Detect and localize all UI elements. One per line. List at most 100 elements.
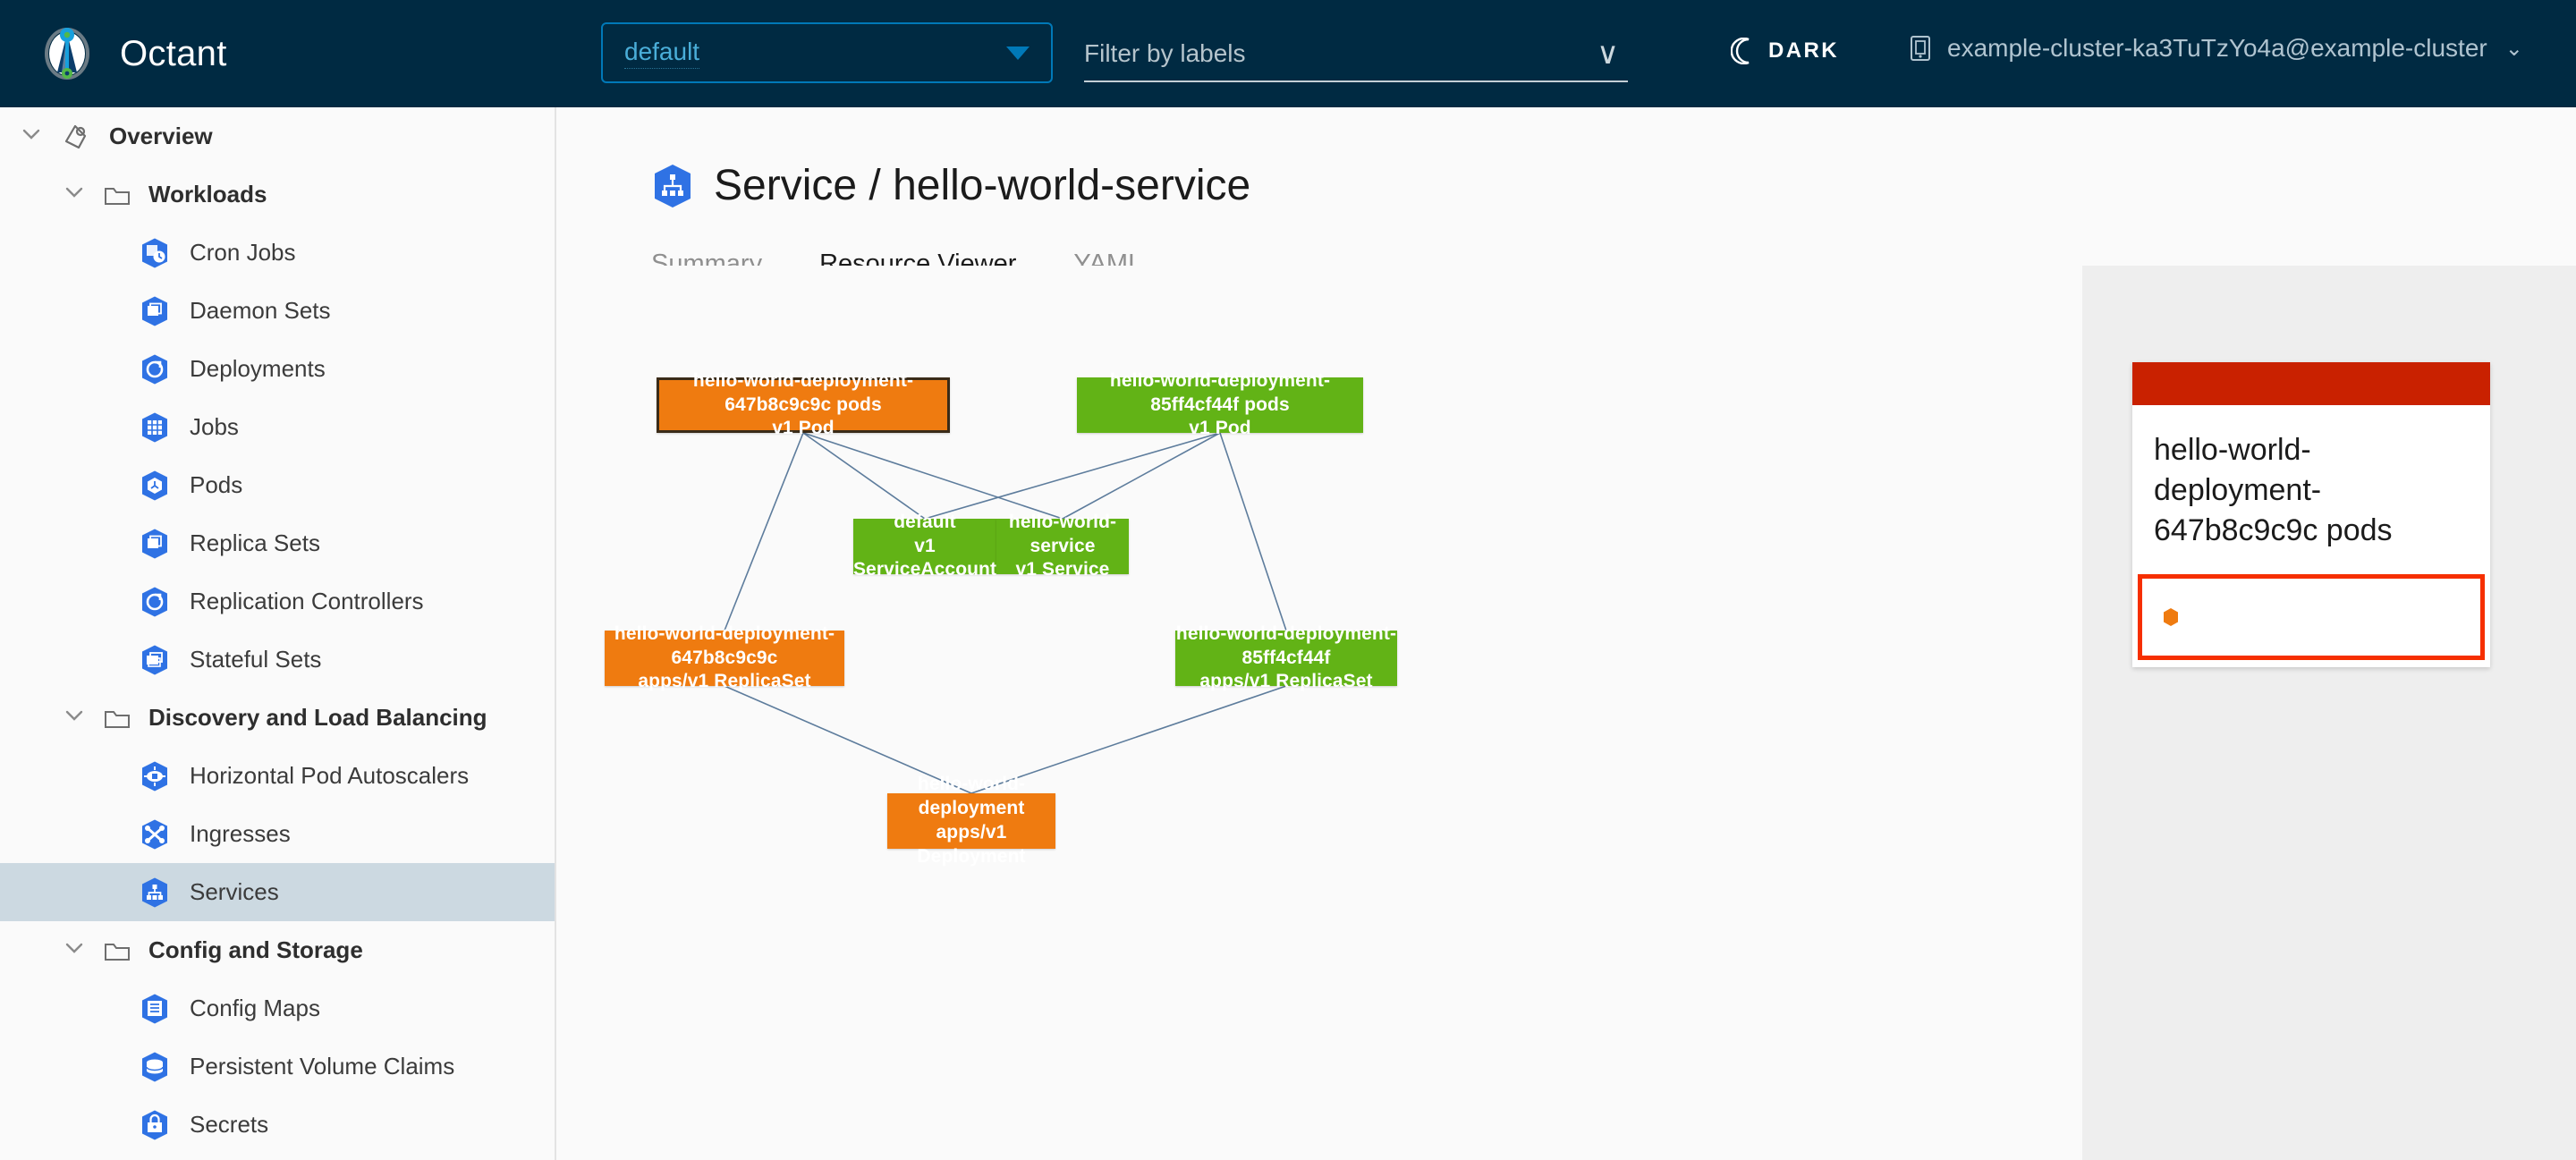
graph-node-name: default <box>894 511 956 532</box>
resource-viewer-graph: hello-world-deployment-647b8c9c9c pods v1… <box>558 266 2576 1160</box>
sidebar-item-label: Daemon Sets <box>190 297 331 324</box>
sidebar-item-label: Ingresses <box>190 820 291 847</box>
sidebar-item-label: Jobs <box>190 413 239 440</box>
chevron-down-icon[interactable] <box>63 704 86 732</box>
sidebar-item-cron-jobs[interactable]: Cron Jobs <box>0 224 555 282</box>
graph-node[interactable]: hello-world-deployment-85ff4cf44f apps/v1… <box>1175 623 1397 691</box>
graph-canvas[interactable]: hello-world-deployment-647b8c9c9c pods v1… <box>558 266 2082 1160</box>
chevron-down-icon[interactable] <box>20 123 43 150</box>
graph-node[interactable]: default v1 ServiceAccount <box>853 512 996 580</box>
chevron-down-icon[interactable] <box>63 936 86 964</box>
dropdown-triangle-icon <box>1006 46 1030 60</box>
sidebar-item-label: Stateful Sets <box>190 646 322 673</box>
sidebar-item-ingresses[interactable]: Ingresses <box>0 805 555 863</box>
graph-node-apiversion: apps/v1 Deployment <box>917 822 1026 867</box>
octant-logo-icon <box>38 24 97 83</box>
pvc-icon <box>140 1051 170 1083</box>
sidebar-item-label: Pods <box>190 471 243 498</box>
sidebar-item-replica-sets[interactable]: Replica Sets <box>0 514 555 572</box>
graph-node-apiversion: v1 Pod <box>1189 418 1251 439</box>
status-dot-warning-icon <box>2162 607 2180 627</box>
stateful-sets-icon <box>140 644 170 676</box>
sidebar-item-config-maps[interactable]: Config Maps <box>0 979 555 1037</box>
moon-icon <box>1730 37 1756 65</box>
graph-node-name: hello-world-deployment-85ff4cf44f <box>1175 622 1397 668</box>
sidebar-item-deployments[interactable]: Deployments <box>0 340 555 398</box>
namespace-value: default <box>624 38 700 69</box>
chevron-down-icon: ⌄ <box>2504 36 2523 61</box>
chevron-down-icon[interactable]: ∨ <box>1597 37 1619 71</box>
chevron-down-icon[interactable] <box>63 181 86 208</box>
graph-edge <box>924 432 1221 520</box>
sidebar-item-label: Replica Sets <box>190 529 320 556</box>
jobs-icon <box>140 411 170 444</box>
graph-node-name: hello-world-deployment-647b8c9c9c pods <box>692 369 914 415</box>
graph-node-apiversion: v1 ServiceAccount <box>852 535 997 580</box>
app-header: Octant default Filter by labels ∨ DARK e… <box>0 0 2576 107</box>
graph-node[interactable]: hello-world-deployment-85ff4cf44f pods v1… <box>1077 370 1363 438</box>
cluster-context-label: example-cluster-ka3TuTzYo4a@example-clus… <box>1947 34 2487 62</box>
sidebar-item-secrets[interactable]: Secrets <box>0 1096 555 1154</box>
graph-node[interactable]: hello-world-deployment-647b8c9c9c pods v1… <box>657 370 950 438</box>
detail-panel: hello-world-deployment-647b8c9c9c pods <box>2082 266 2576 1160</box>
theme-toggle-dark[interactable]: DARK <box>1730 37 1839 65</box>
hpa-icon <box>140 760 170 792</box>
sidebar-item-stateful-sets[interactable]: Stateful Sets <box>0 631 555 689</box>
sidebar-item-discovery-and-load-balancing[interactable]: Discovery and Load Balancing <box>0 689 555 747</box>
sidebar-item-label: Deployments <box>190 355 326 382</box>
cron-jobs-icon <box>140 237 170 269</box>
theme-toggle-label: DARK <box>1768 38 1839 63</box>
graph-edge <box>1062 432 1221 520</box>
folder-icon <box>104 183 131 207</box>
graph-node-name: hello-world-deployment-85ff4cf44f pods <box>1109 369 1331 415</box>
graph-node-name: hello-world-deployment <box>917 774 1026 819</box>
sidebar-item-label: Horizontal Pod Autoscalers <box>190 762 470 789</box>
detail-accent-bar <box>2132 362 2490 405</box>
detail-title: hello-world-deployment-647b8c9c9c pods <box>2154 433 2393 547</box>
graph-node-apiversion: v1 Service <box>1015 559 1110 580</box>
sidebar-item-label: Discovery and Load Balancing <box>148 704 487 731</box>
graph-edge <box>724 432 804 631</box>
graph-edges <box>724 432 1287 794</box>
page-title-row: Service / hello-world-service <box>651 161 2576 210</box>
sidebar-item-jobs[interactable]: Jobs <box>0 398 555 456</box>
label-filter-input[interactable]: Filter by labels ∨ <box>1084 27 1628 82</box>
graph-node-apiversion: apps/v1 ReplicaSet <box>1199 671 1373 692</box>
sidebar-item-replication-controllers[interactable]: Replication Controllers <box>0 572 555 631</box>
label-filter-placeholder: Filter by labels <box>1084 39 1246 67</box>
sidebar-item-pods[interactable]: Pods <box>0 456 555 514</box>
graph-node-name: hello-world-deployment-647b8c9c9c <box>614 622 835 668</box>
detail-status-box <box>2138 573 2485 660</box>
graph-edge <box>1219 432 1287 631</box>
sidebar-item-services[interactable]: Services <box>0 863 555 921</box>
ingresses-icon <box>140 818 170 851</box>
graph-edge <box>802 432 1063 520</box>
sidebar-item-persistent-volume-claims[interactable]: Persistent Volume Claims <box>0 1037 555 1096</box>
sidebar-item-label: Services <box>190 878 279 905</box>
cluster-context-selector[interactable]: example-cluster-ka3TuTzYo4a@example-clus… <box>1908 34 2523 63</box>
sidebar-item-workloads[interactable]: Workloads <box>0 165 555 224</box>
sidebar-item-label: Config Maps <box>190 995 320 1021</box>
graph-node-apiversion: apps/v1 ReplicaSet <box>638 671 811 692</box>
sidebar-item-label: Config and Storage <box>148 936 363 963</box>
namespace-selector[interactable]: default <box>601 22 1053 83</box>
sidebar-item-overview[interactable]: Overview <box>0 107 555 165</box>
graph-node-apiversion: v1 Pod <box>772 418 835 439</box>
graph-node[interactable]: hello-world-deployment-647b8c9c9c apps/v1… <box>605 623 844 691</box>
overview-icon <box>61 121 91 153</box>
sidebar-item-daemon-sets[interactable]: Daemon Sets <box>0 282 555 340</box>
services-icon <box>140 876 170 909</box>
folder-icon <box>104 939 131 962</box>
sidebar-item-label: Secrets <box>190 1111 269 1138</box>
sidebar-item-label: Overview <box>109 123 213 149</box>
replication-controllers-icon <box>140 586 170 618</box>
sidebar-item-label: Cron Jobs <box>190 239 296 266</box>
sidebar-item-config-and-storage[interactable]: Config and Storage <box>0 921 555 979</box>
brand[interactable]: Octant <box>38 24 547 83</box>
sidebar-item-horizontal-pod-autoscalers[interactable]: Horizontal Pod Autoscalers <box>0 747 555 805</box>
detail-card: hello-world-deployment-647b8c9c9c pods <box>2132 362 2490 667</box>
